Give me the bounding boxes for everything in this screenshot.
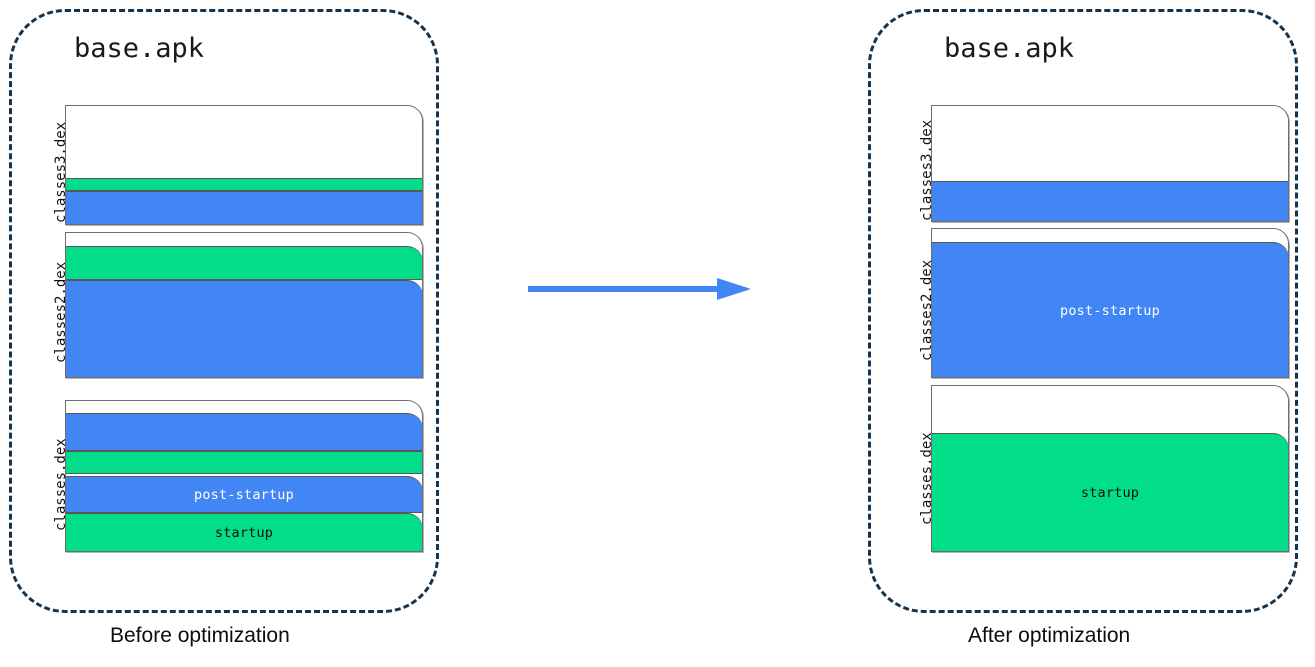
dex-segment-startup <box>66 246 422 280</box>
transformation-arrow <box>520 268 760 310</box>
dex-box-after-classes3[interactable] <box>931 105 1289 222</box>
dex-group-before-classes3: classes3.dex <box>53 105 423 225</box>
caption-before: Before optimization <box>110 624 290 647</box>
dex-box-before-classes2[interactable] <box>65 232 423 378</box>
dex-segment-startup: startup <box>932 433 1288 551</box>
dex-segment-post-startup <box>66 413 422 451</box>
dex-group-after-classes: classes.dex startup <box>919 385 1289 552</box>
dex-segment-post-startup: post-startup <box>66 476 422 513</box>
dex-box-after-classes2[interactable]: post-startup <box>931 228 1289 378</box>
dex-segment-unused <box>66 106 422 178</box>
caption-after: After optimization <box>968 624 1131 647</box>
dex-group-before-classes: classes.dex post-startup startup <box>53 400 423 552</box>
dex-segment-post-startup <box>932 181 1288 221</box>
apk-title-after: base.apk <box>944 33 1075 64</box>
dex-segment-startup <box>66 451 422 474</box>
apk-container-after <box>868 9 1298 613</box>
dex-segment-post-startup: post-startup <box>932 242 1288 377</box>
dex-box-before-classes3[interactable] <box>65 105 423 225</box>
dex-group-after-classes3: classes3.dex <box>919 105 1289 222</box>
dex-segment-unused <box>66 233 422 246</box>
dex-group-after-classes2: classes2.dex post-startup <box>919 228 1289 378</box>
dex-segment-post-startup <box>66 191 422 224</box>
dex-segment-unused <box>932 229 1288 242</box>
apk-title-before: base.apk <box>74 33 205 64</box>
dex-group-before-classes2: classes2.dex <box>53 232 423 378</box>
dex-segment-unused <box>66 401 422 413</box>
dex-segment-startup <box>66 178 422 191</box>
dex-segment-unused <box>932 106 1288 181</box>
dex-box-before-classes[interactable]: post-startup startup <box>65 400 423 552</box>
dex-segment-label: post-startup <box>194 486 294 503</box>
dex-segment-label: startup <box>214 525 274 541</box>
dex-box-after-classes[interactable]: startup <box>931 385 1289 552</box>
dex-segment-label: post-startup <box>1060 302 1160 319</box>
arrow-right-icon <box>528 278 751 300</box>
dex-segment-label: startup <box>1080 485 1140 501</box>
dex-segment-post-startup <box>66 280 422 377</box>
dex-segment-startup: startup <box>66 513 422 551</box>
apk-container-before <box>9 9 439 613</box>
dex-segment-unused <box>932 386 1288 433</box>
